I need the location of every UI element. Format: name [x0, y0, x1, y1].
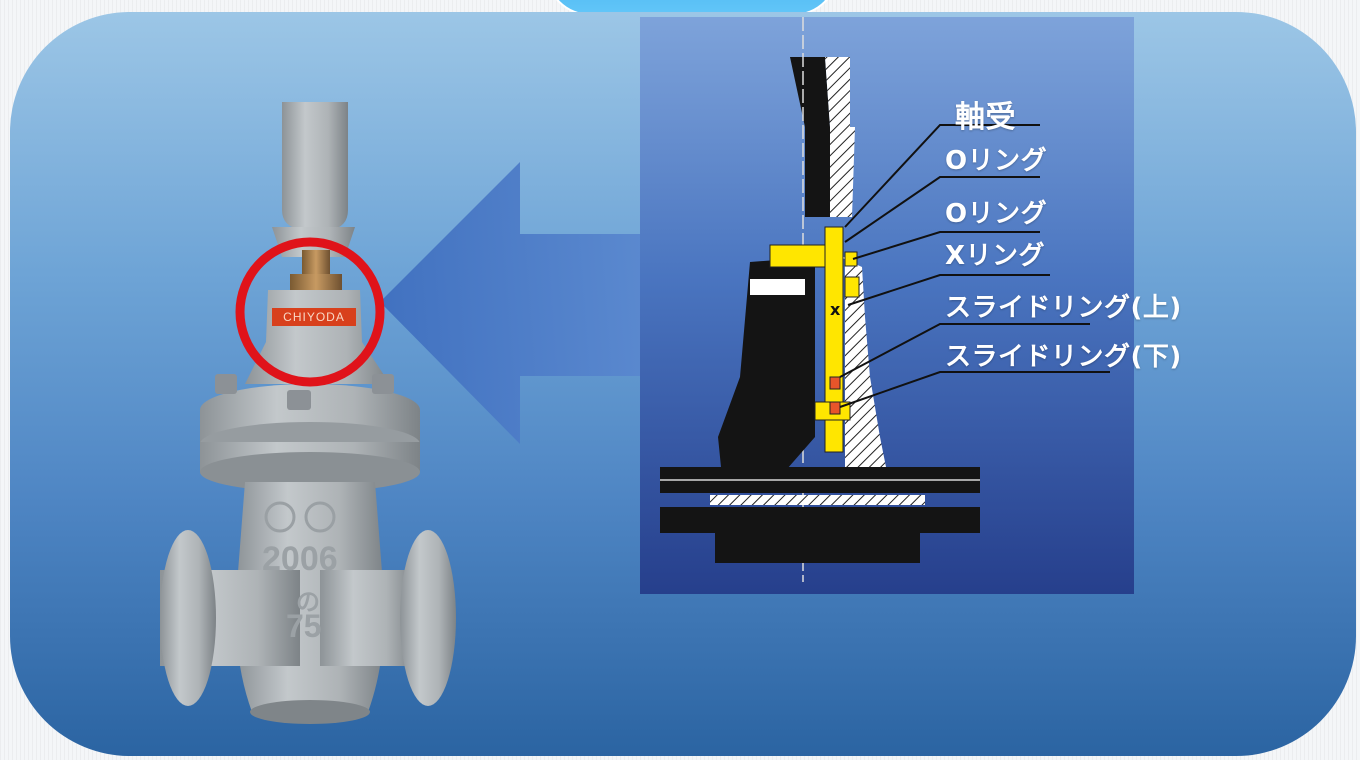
left-arrow-icon [380, 162, 650, 444]
highlight-circle [235, 237, 385, 387]
label-o-ring-1: Oリング [945, 146, 1048, 176]
cross-section-diagram: x [640, 17, 1134, 594]
valve-symbol-marking: の [296, 588, 320, 616]
valve-year-marking: 2006 [262, 540, 338, 578]
valve-size-marking: 75 [286, 608, 322, 644]
label-slide-ring-upper: スライドリング(上) [945, 293, 1182, 323]
gate-valve-image [160, 102, 456, 724]
svg-text:x: x [830, 300, 841, 319]
label-o-ring-2: Oリング [945, 199, 1048, 229]
label-x-ring: Xリング [945, 241, 1046, 271]
valve-brand-marking: CHIYODA [283, 310, 345, 324]
label-slide-ring-lower: スライドリング(下) [945, 342, 1182, 372]
label-bearing: 軸受 [955, 100, 1016, 135]
